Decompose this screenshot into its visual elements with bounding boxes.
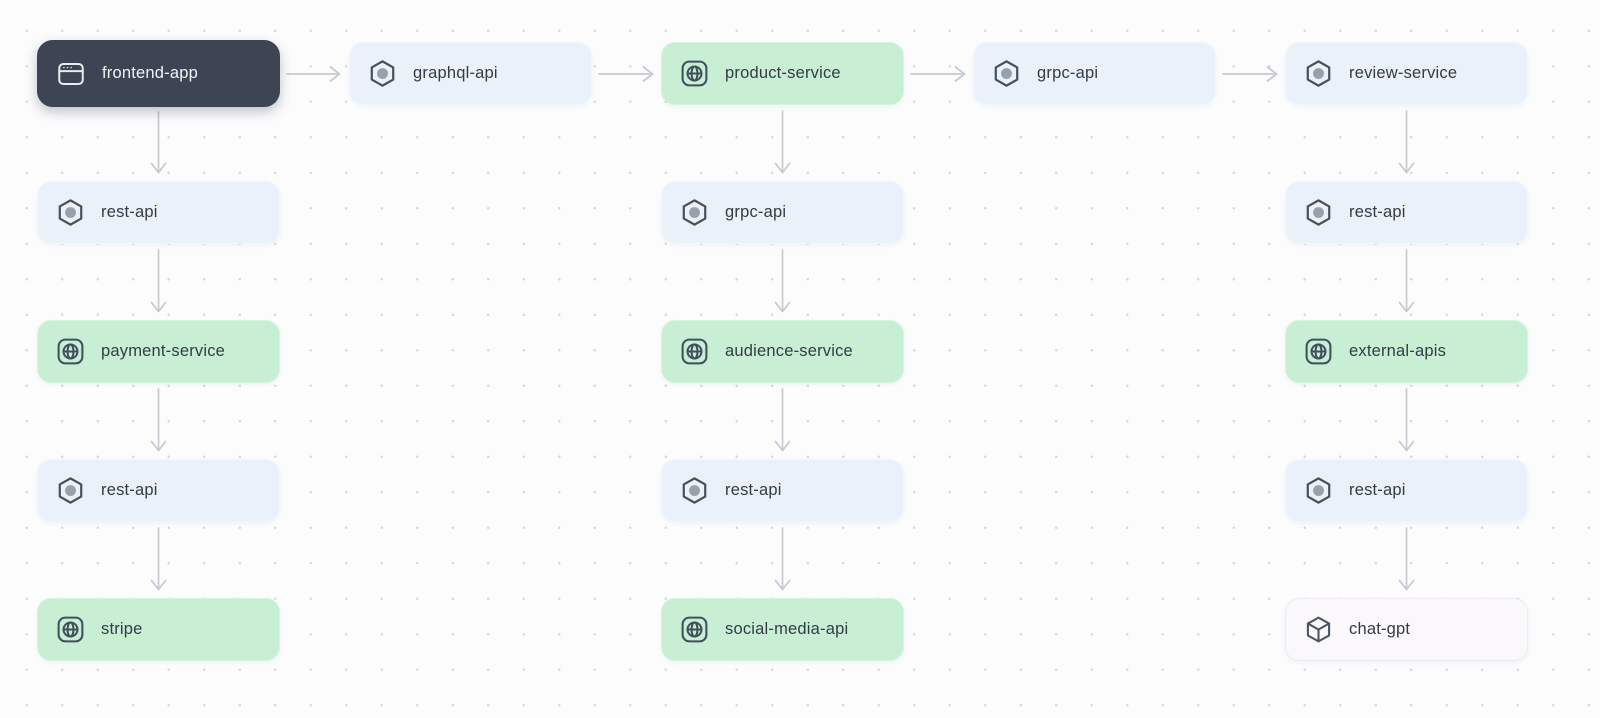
node-label: graphql-api (413, 64, 498, 82)
node-external-apis[interactable]: external-apis (1285, 320, 1528, 383)
node-label: rest-api (101, 203, 158, 221)
globe-service-icon (55, 614, 86, 645)
node-rest-api-mid-2[interactable]: rest-api (661, 459, 904, 522)
node-grpc-api-top[interactable]: grpc-api (973, 42, 1216, 105)
node-frontend-app[interactable]: frontend-app (37, 40, 280, 107)
globe-service-icon (679, 614, 710, 645)
node-label: social-media-api (725, 620, 849, 638)
node-payment-service[interactable]: payment-service (37, 320, 280, 383)
node-chat-gpt[interactable]: chat-gpt (1285, 598, 1528, 661)
node-label: rest-api (725, 481, 782, 499)
hexagon-api-icon (1303, 58, 1334, 89)
node-label: chat-gpt (1349, 620, 1411, 638)
node-product-service[interactable]: product-service (661, 42, 904, 105)
cube-icon (1303, 614, 1334, 645)
node-label: external-apis (1349, 342, 1447, 360)
globe-service-icon (679, 58, 710, 89)
node-label: product-service (725, 64, 841, 82)
node-label: grpc-api (725, 203, 787, 221)
node-label: frontend-app (102, 64, 198, 82)
node-rest-api-left-2[interactable]: rest-api (37, 459, 280, 522)
node-graphql-api[interactable]: graphql-api (349, 42, 592, 105)
node-label: grpc-api (1037, 64, 1099, 82)
hexagon-api-icon (55, 197, 86, 228)
node-label: rest-api (1349, 203, 1406, 221)
node-social-media-api[interactable]: social-media-api (661, 598, 904, 661)
node-grpc-api-mid[interactable]: grpc-api (661, 181, 904, 244)
node-label: review-service (1349, 64, 1458, 82)
node-label: payment-service (101, 342, 226, 360)
hexagon-api-icon (1303, 197, 1334, 228)
node-rest-api-left-1[interactable]: rest-api (37, 181, 280, 244)
hexagon-api-icon (367, 58, 398, 89)
hexagon-api-icon (679, 475, 710, 506)
node-rest-api-right-2[interactable]: rest-api (1285, 459, 1528, 522)
node-label: rest-api (101, 481, 158, 499)
node-audience-service[interactable]: audience-service (661, 320, 904, 383)
hexagon-api-icon (55, 475, 86, 506)
node-stripe[interactable]: stripe (37, 598, 280, 661)
node-rest-api-right-1[interactable]: rest-api (1285, 181, 1528, 244)
hexagon-api-icon (1303, 475, 1334, 506)
browser-window-icon (55, 58, 87, 90)
hexagon-api-icon (991, 58, 1022, 89)
globe-service-icon (679, 336, 710, 367)
node-label: audience-service (725, 342, 853, 360)
hexagon-api-icon (679, 197, 710, 228)
globe-service-icon (1303, 336, 1334, 367)
node-review-service[interactable]: review-service (1285, 42, 1528, 105)
node-label: rest-api (1349, 481, 1406, 499)
node-label: stripe (101, 620, 143, 638)
globe-service-icon (55, 336, 86, 367)
